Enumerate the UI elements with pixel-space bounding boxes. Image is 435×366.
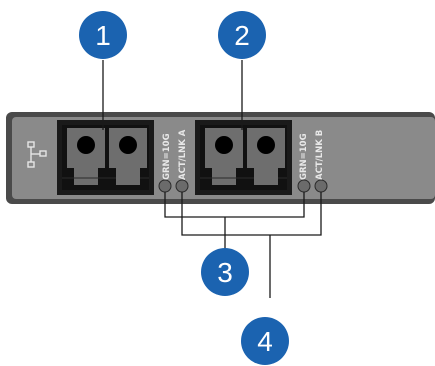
callout-4: 4 [241, 317, 289, 365]
port-b-activity-label: ACT/LNK B [315, 130, 325, 180]
port-a-activity-led [175, 179, 189, 193]
callout-2-number: 2 [234, 20, 250, 51]
lc-connector [62, 128, 149, 185]
port-a-activity-label: ACT/LNK A [178, 129, 188, 180]
lc-connector [247, 128, 285, 185]
port-a-speed-led [158, 179, 172, 193]
leader-lines [102, 60, 322, 298]
callout-3: 3 [201, 248, 249, 296]
lc-connector [109, 128, 147, 185]
sfp-port-b [195, 120, 292, 195]
callout-1: 1 [79, 11, 127, 59]
network-icon [27, 141, 47, 168]
callout-2: 2 [218, 11, 266, 59]
callout-1-number: 1 [95, 20, 111, 51]
callout-4-number: 4 [257, 326, 273, 357]
port-b-speed-label: GRN=10G [299, 133, 309, 180]
sfp-port-a [57, 120, 154, 195]
port-b-speed-led [297, 179, 311, 193]
lc-connector [200, 128, 287, 185]
callout-3-number: 3 [217, 257, 233, 288]
port-b-activity-led [314, 179, 328, 193]
port-a-speed-label: GRN=10G [162, 133, 172, 180]
